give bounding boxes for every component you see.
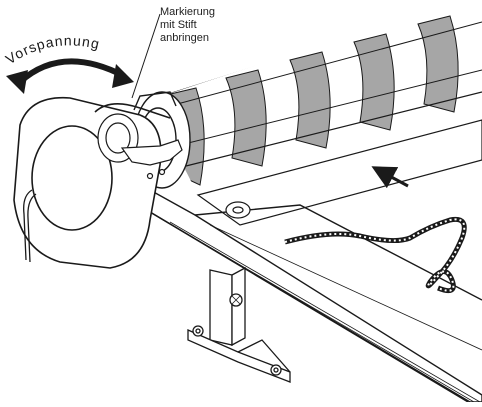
rail-end-pulley: [225, 201, 251, 219]
mounting-bracket: [187, 266, 291, 383]
pull-cord: [284, 216, 467, 294]
end-plate: [13, 96, 171, 269]
hub-marker: [97, 113, 183, 180]
callout-leader: [131, 13, 161, 99]
fabric-front-panel: [169, 91, 482, 226]
cable: [23, 189, 37, 263]
arrow-left-icon: [371, 166, 409, 189]
callout-line-3: anbringen: [160, 32, 209, 44]
callout-line-2: mit Stift: [160, 19, 197, 31]
callout-line-1: Markierung: [160, 6, 216, 18]
front-rail: [149, 188, 482, 403]
callout-text: Markierung mit Stift anbringen: [160, 6, 215, 45]
curved-double-arrow-icon: [6, 58, 134, 94]
